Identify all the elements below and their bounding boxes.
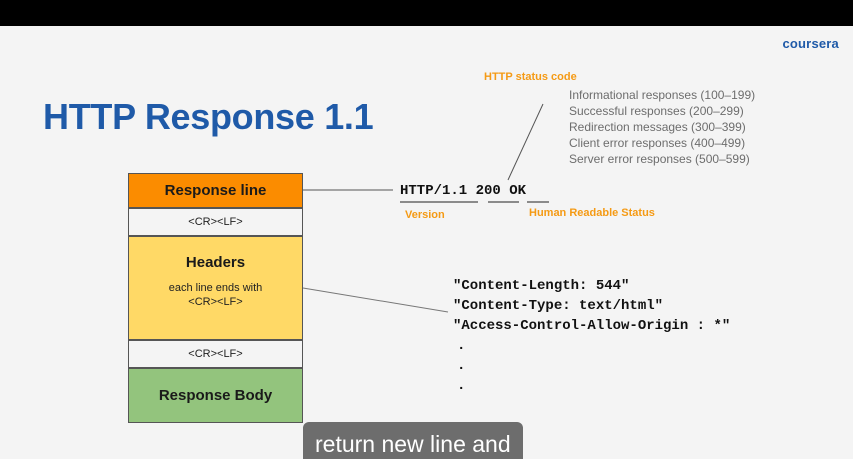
reason-phrase: OK: [509, 183, 527, 199]
status-line: HTTP/1.1 200 OK: [400, 183, 526, 199]
http-version: HTTP/1.1: [400, 183, 468, 199]
dot: .: [457, 358, 466, 374]
version-label: Version: [405, 209, 445, 221]
dot: .: [457, 338, 466, 354]
status-category-list: Informational responses (100–199) Succes…: [569, 87, 755, 167]
readable-status-label: Human Readable Status: [529, 207, 655, 219]
crlf-box: <CR><LF>: [128, 208, 303, 236]
status-category-item: Successful responses (200–299): [569, 104, 744, 118]
status-category-item: Server error responses (500–599): [569, 152, 750, 166]
header-line: "Content-Length: 544": [453, 278, 630, 294]
slide-title: HTTP Response 1.1: [43, 96, 374, 137]
continuation-dots: . . .: [457, 336, 465, 396]
status-code: 200: [475, 183, 501, 199]
crlf-box: <CR><LF>: [128, 340, 303, 368]
status-category-item: Redirection messages (300–399): [569, 120, 746, 134]
header-line: "Content-Type: text/html": [453, 298, 664, 314]
status-code-pointer: [507, 103, 544, 181]
response-line-box: Response line: [128, 173, 303, 208]
coursera-logo: coursera: [782, 36, 839, 51]
headers-note-line: <CR><LF>: [188, 295, 243, 308]
status-category-item: Informational responses (100–199): [569, 88, 756, 102]
headers-box: Headers each line ends with <CR><LF>: [128, 236, 303, 340]
dot: .: [457, 378, 466, 394]
headers-box-title: Headers: [185, 253, 246, 271]
headers-connector: [302, 287, 449, 313]
video-top-bar: [0, 0, 853, 26]
header-lines: "Content-Length: 544" "Content-Type: tex…: [453, 276, 730, 336]
headers-note-line: each line ends with: [168, 281, 263, 294]
headers-box-note: each line ends with <CR><LF>: [169, 281, 263, 309]
response-body-box: Response Body: [128, 368, 303, 423]
header-line: "Access-Control-Allow-Origin : *": [453, 318, 731, 334]
status-category-item: Client error responses (400–499): [569, 136, 746, 150]
status-code-label: HTTP status code: [484, 71, 577, 83]
subtitle-caption: return new line and: [303, 422, 523, 459]
